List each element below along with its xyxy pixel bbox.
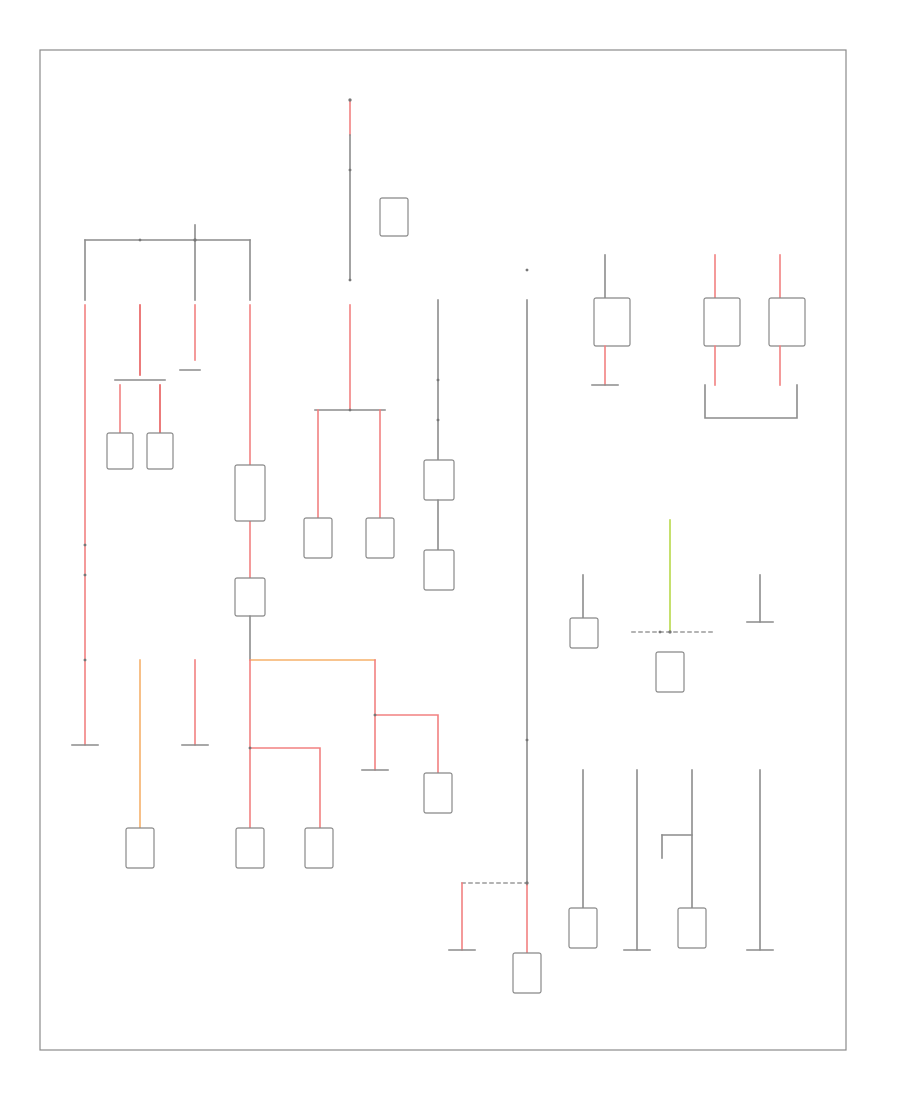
component-center-b: [365, 517, 395, 559]
lower-left-fanout: [125, 659, 453, 869]
top-right-relays: [591, 254, 806, 419]
component-lower-c: [423, 772, 453, 814]
switch-box: [423, 459, 455, 501]
center-right-column: [423, 299, 455, 591]
diagram-frame: [39, 49, 847, 1051]
relay-box: [234, 464, 266, 522]
right-middle: [569, 519, 774, 693]
left-fuse-bus: [84, 224, 251, 301]
component-lower-b: [304, 827, 334, 869]
main-trunk: [448, 268, 542, 994]
component-orange-left: [125, 827, 155, 869]
relay-b: [703, 297, 741, 347]
component-bottom-b: [677, 907, 707, 949]
center-fanout: [303, 197, 409, 559]
component-right-mid: [655, 651, 685, 693]
left-long-feed: [71, 304, 99, 746]
component-bottom-a: [568, 907, 598, 949]
relay-a: [593, 297, 631, 347]
component-trunk-bottom: [512, 952, 542, 994]
column-four-feed: [234, 304, 266, 661]
module-left-a: [106, 432, 134, 470]
relay-c: [768, 297, 806, 347]
component-center-a: [303, 517, 333, 559]
component-lower-a: [235, 827, 265, 869]
component-right-small: [569, 617, 599, 649]
column-two-feed: [106, 304, 174, 470]
component-top-center: [379, 197, 409, 237]
right-bottom: [568, 769, 774, 951]
module-left-b: [146, 432, 174, 470]
column-three-feed: [179, 304, 201, 371]
ignition-feed-group: [348, 98, 352, 282]
sensor-module: [234, 577, 266, 617]
component-center-c: [423, 549, 455, 591]
